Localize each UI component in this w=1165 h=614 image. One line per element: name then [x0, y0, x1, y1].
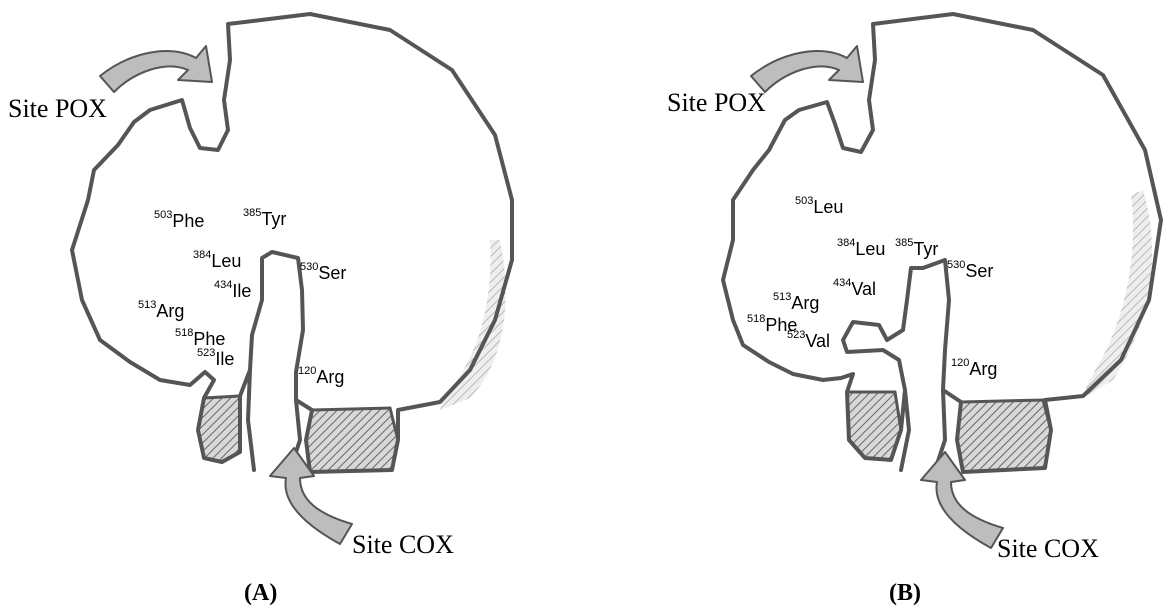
residue-label: 503Phe	[154, 212, 204, 230]
pox-arrow	[100, 46, 212, 92]
panel-a: Site POX Site COX (A) 503Phe 385Tyr 384L…	[0, 0, 582, 614]
residue-label: 384Leu	[193, 252, 241, 270]
residue-label: 518Phe	[175, 330, 225, 348]
residue-label: 530Ser	[300, 264, 346, 282]
shaded-membrane-region	[1083, 190, 1152, 398]
panel-a-drawing	[0, 0, 582, 614]
panel-label: (A)	[244, 580, 277, 607]
residue-label: 503Leu	[795, 198, 843, 216]
residue-label: 513Arg	[773, 294, 819, 312]
pox-arrow	[751, 46, 863, 92]
shaded-membrane-region	[440, 240, 506, 410]
residue-label: 384Leu	[837, 240, 885, 258]
residue-label: 513Arg	[138, 302, 184, 320]
channel-left-wall	[248, 370, 254, 470]
residue-label: 434Ile	[214, 282, 251, 300]
residue-label: 385Tyr	[243, 210, 286, 228]
site-cox-label: Site COX	[352, 530, 454, 560]
right-hatched-block	[957, 400, 1051, 472]
residue-label: 523Ile	[197, 350, 234, 368]
residue-label: 530Ser	[947, 262, 993, 280]
residue-label: 120Arg	[298, 368, 344, 386]
residue-label: 120Arg	[951, 360, 997, 378]
right-hatched-block	[306, 408, 398, 472]
residue-label: 385Tyr	[895, 240, 938, 258]
panel-b: Site POX Site COX (B) 503Leu 385Tyr 384L…	[583, 0, 1165, 614]
site-pox-label: Site POX	[8, 94, 107, 124]
panel-label: (B)	[889, 580, 921, 607]
residue-label: 523Val	[787, 332, 830, 350]
residue-label: 434Val	[833, 280, 876, 298]
site-cox-label: Site COX	[997, 534, 1099, 564]
site-pox-label: Site POX	[667, 88, 766, 118]
